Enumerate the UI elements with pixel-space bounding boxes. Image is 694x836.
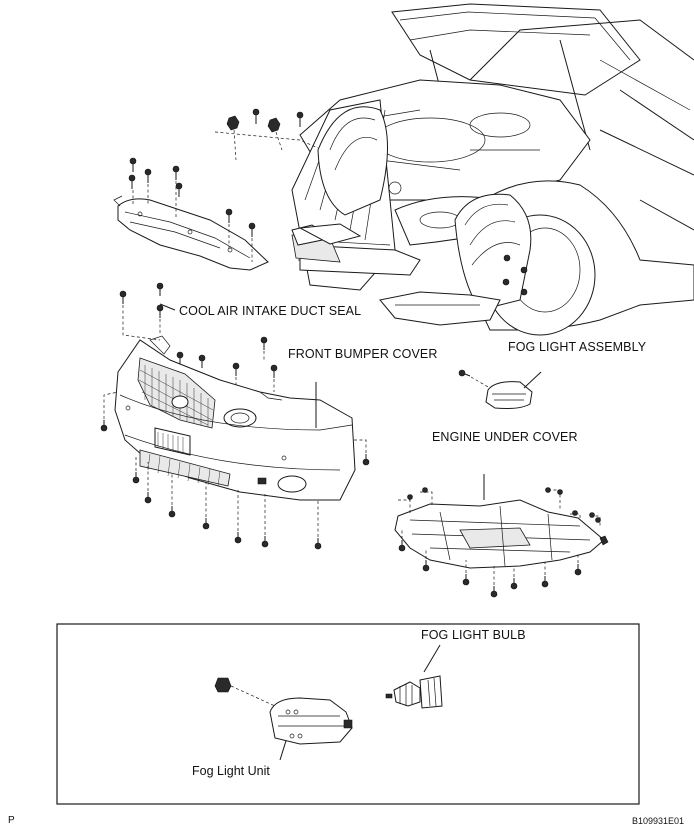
label-engine-under-cover: ENGINE UNDER COVER: [432, 430, 578, 444]
duct-seal-bolts: [128, 157, 256, 262]
label-fog-light-assembly: FOG LIGHT ASSEMBLY: [508, 340, 647, 354]
front-bumper-cover-part: [114, 335, 356, 501]
cool-air-intake-duct-seal-part: [113, 195, 269, 271]
vehicle-front-illustration: [291, 3, 694, 336]
engine-under-cover-part: [394, 499, 609, 569]
bumper-top-bolts: [119, 282, 278, 392]
figure-code: B109931E01: [632, 816, 685, 826]
duct-seal-clips-top: [214, 108, 319, 161]
label-cool-air-intake-duct-seal: COOL AIR INTAKE DUCT SEAL: [179, 304, 362, 318]
fog-light-assembly-part: [458, 369, 533, 409]
page-marker: P: [8, 815, 15, 826]
bumper-bottom-bolts: [100, 391, 370, 550]
inset-fog-light-unit-part: [214, 677, 353, 745]
under-cover-fasteners: [398, 487, 601, 598]
inset-detail-box: [56, 623, 640, 805]
label-fog-light-unit: Fog Light Unit: [192, 764, 270, 778]
leader-lines: [159, 303, 542, 761]
label-fog-light-bulb: FOG LIGHT BULB: [421, 628, 526, 642]
inset-fog-light-bulb-part: [385, 675, 443, 709]
label-front-bumper-cover: FRONT BUMPER COVER: [288, 347, 438, 361]
